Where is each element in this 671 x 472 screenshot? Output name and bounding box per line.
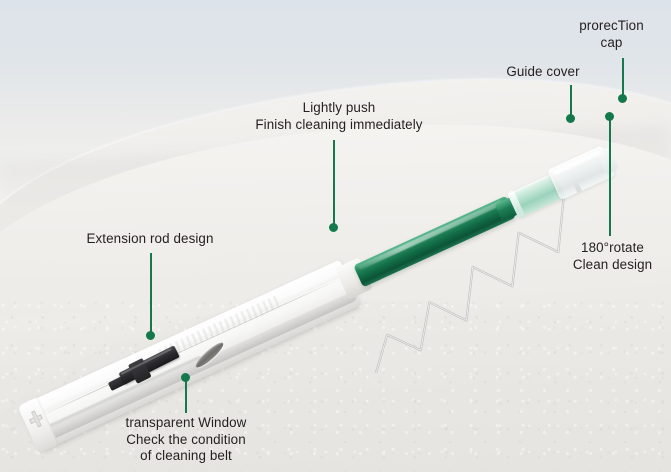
callout-rotate-clean-leader	[609, 116, 611, 236]
callout-transparent-window-dot	[181, 373, 190, 382]
callout-protection-cap-leader	[622, 58, 624, 98]
callout-extension-rod-dot	[146, 331, 155, 340]
callout-rotate-clean-label: 180°rotate Clean design	[572, 240, 653, 272]
extension-rod-highlight	[357, 199, 504, 271]
callout-lightly-push-leader	[333, 140, 335, 226]
callout-extension-rod-label: Extension rod design	[86, 231, 214, 246]
callout-lightly-push-dot	[329, 223, 338, 232]
callout-protection-cap-dot	[618, 94, 627, 103]
cleaning-pen	[17, 134, 625, 457]
callout-rotate-clean-dot	[605, 112, 614, 121]
callout-guide-cover-dot	[566, 114, 575, 123]
callout-guide-cover-leader	[570, 85, 572, 118]
callout-extension-rod-leader	[150, 253, 152, 334]
callout-guide-cover-label: Guide cover	[506, 64, 580, 79]
callout-lightly-push-label: Lightly push Finish cleaning immediately	[255, 100, 423, 132]
callout-protection-cap-label: prorecTion cap	[579, 18, 644, 50]
callout-transparent-window-label: transparent Window Check the condition o…	[125, 415, 247, 463]
callout-transparent-window-leader	[185, 381, 187, 413]
